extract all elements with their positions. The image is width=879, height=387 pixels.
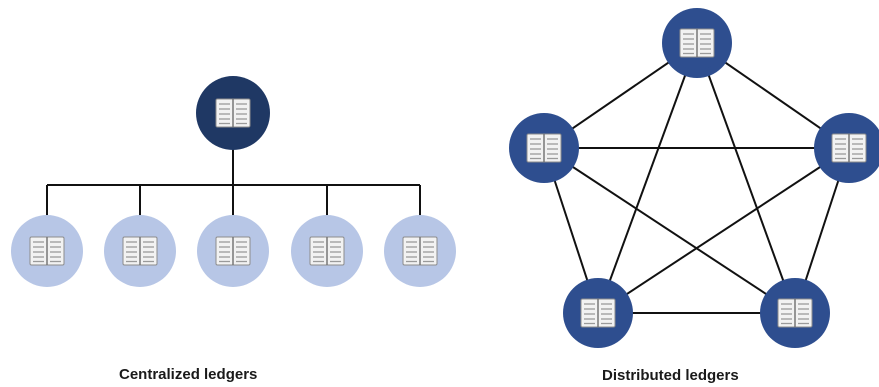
central-leaf-node-4 [291,215,363,287]
mesh-line [597,42,698,314]
distributed-node-bottom-left [563,278,633,348]
mesh-line [696,42,796,314]
centralized-ledgers-caption: Centralized ledgers [119,366,258,383]
ledger-book-icon [29,236,65,266]
distributed-node-bottom-right [760,278,830,348]
ledger-book-icon [122,236,158,266]
distributed-ledgers-caption: Distributed ledgers [602,367,739,384]
ledger-book-icon [526,133,562,163]
mesh-line [597,147,850,314]
mesh-line [543,147,796,314]
distributed-connectors [543,42,850,314]
central-leaf-node-3 [197,215,269,287]
central-leaf-node-5 [384,215,456,287]
ledger-book-icon [580,298,616,328]
ledger-book-icon [309,236,345,266]
distributed-node-right [814,113,879,183]
central-leaf-node-1 [11,215,83,287]
ledger-book-icon [777,298,813,328]
ledger-book-icon [402,236,438,266]
ledger-book-icon [831,133,867,163]
ledger-book-icon [215,98,251,128]
ledger-book-icon [679,28,715,58]
ledger-book-icon [215,236,251,266]
distributed-node-left [509,113,579,183]
central-ledger-node [196,76,270,150]
distributed-node-top [662,8,732,78]
central-leaf-node-2 [104,215,176,287]
centralized-connectors [46,148,421,218]
